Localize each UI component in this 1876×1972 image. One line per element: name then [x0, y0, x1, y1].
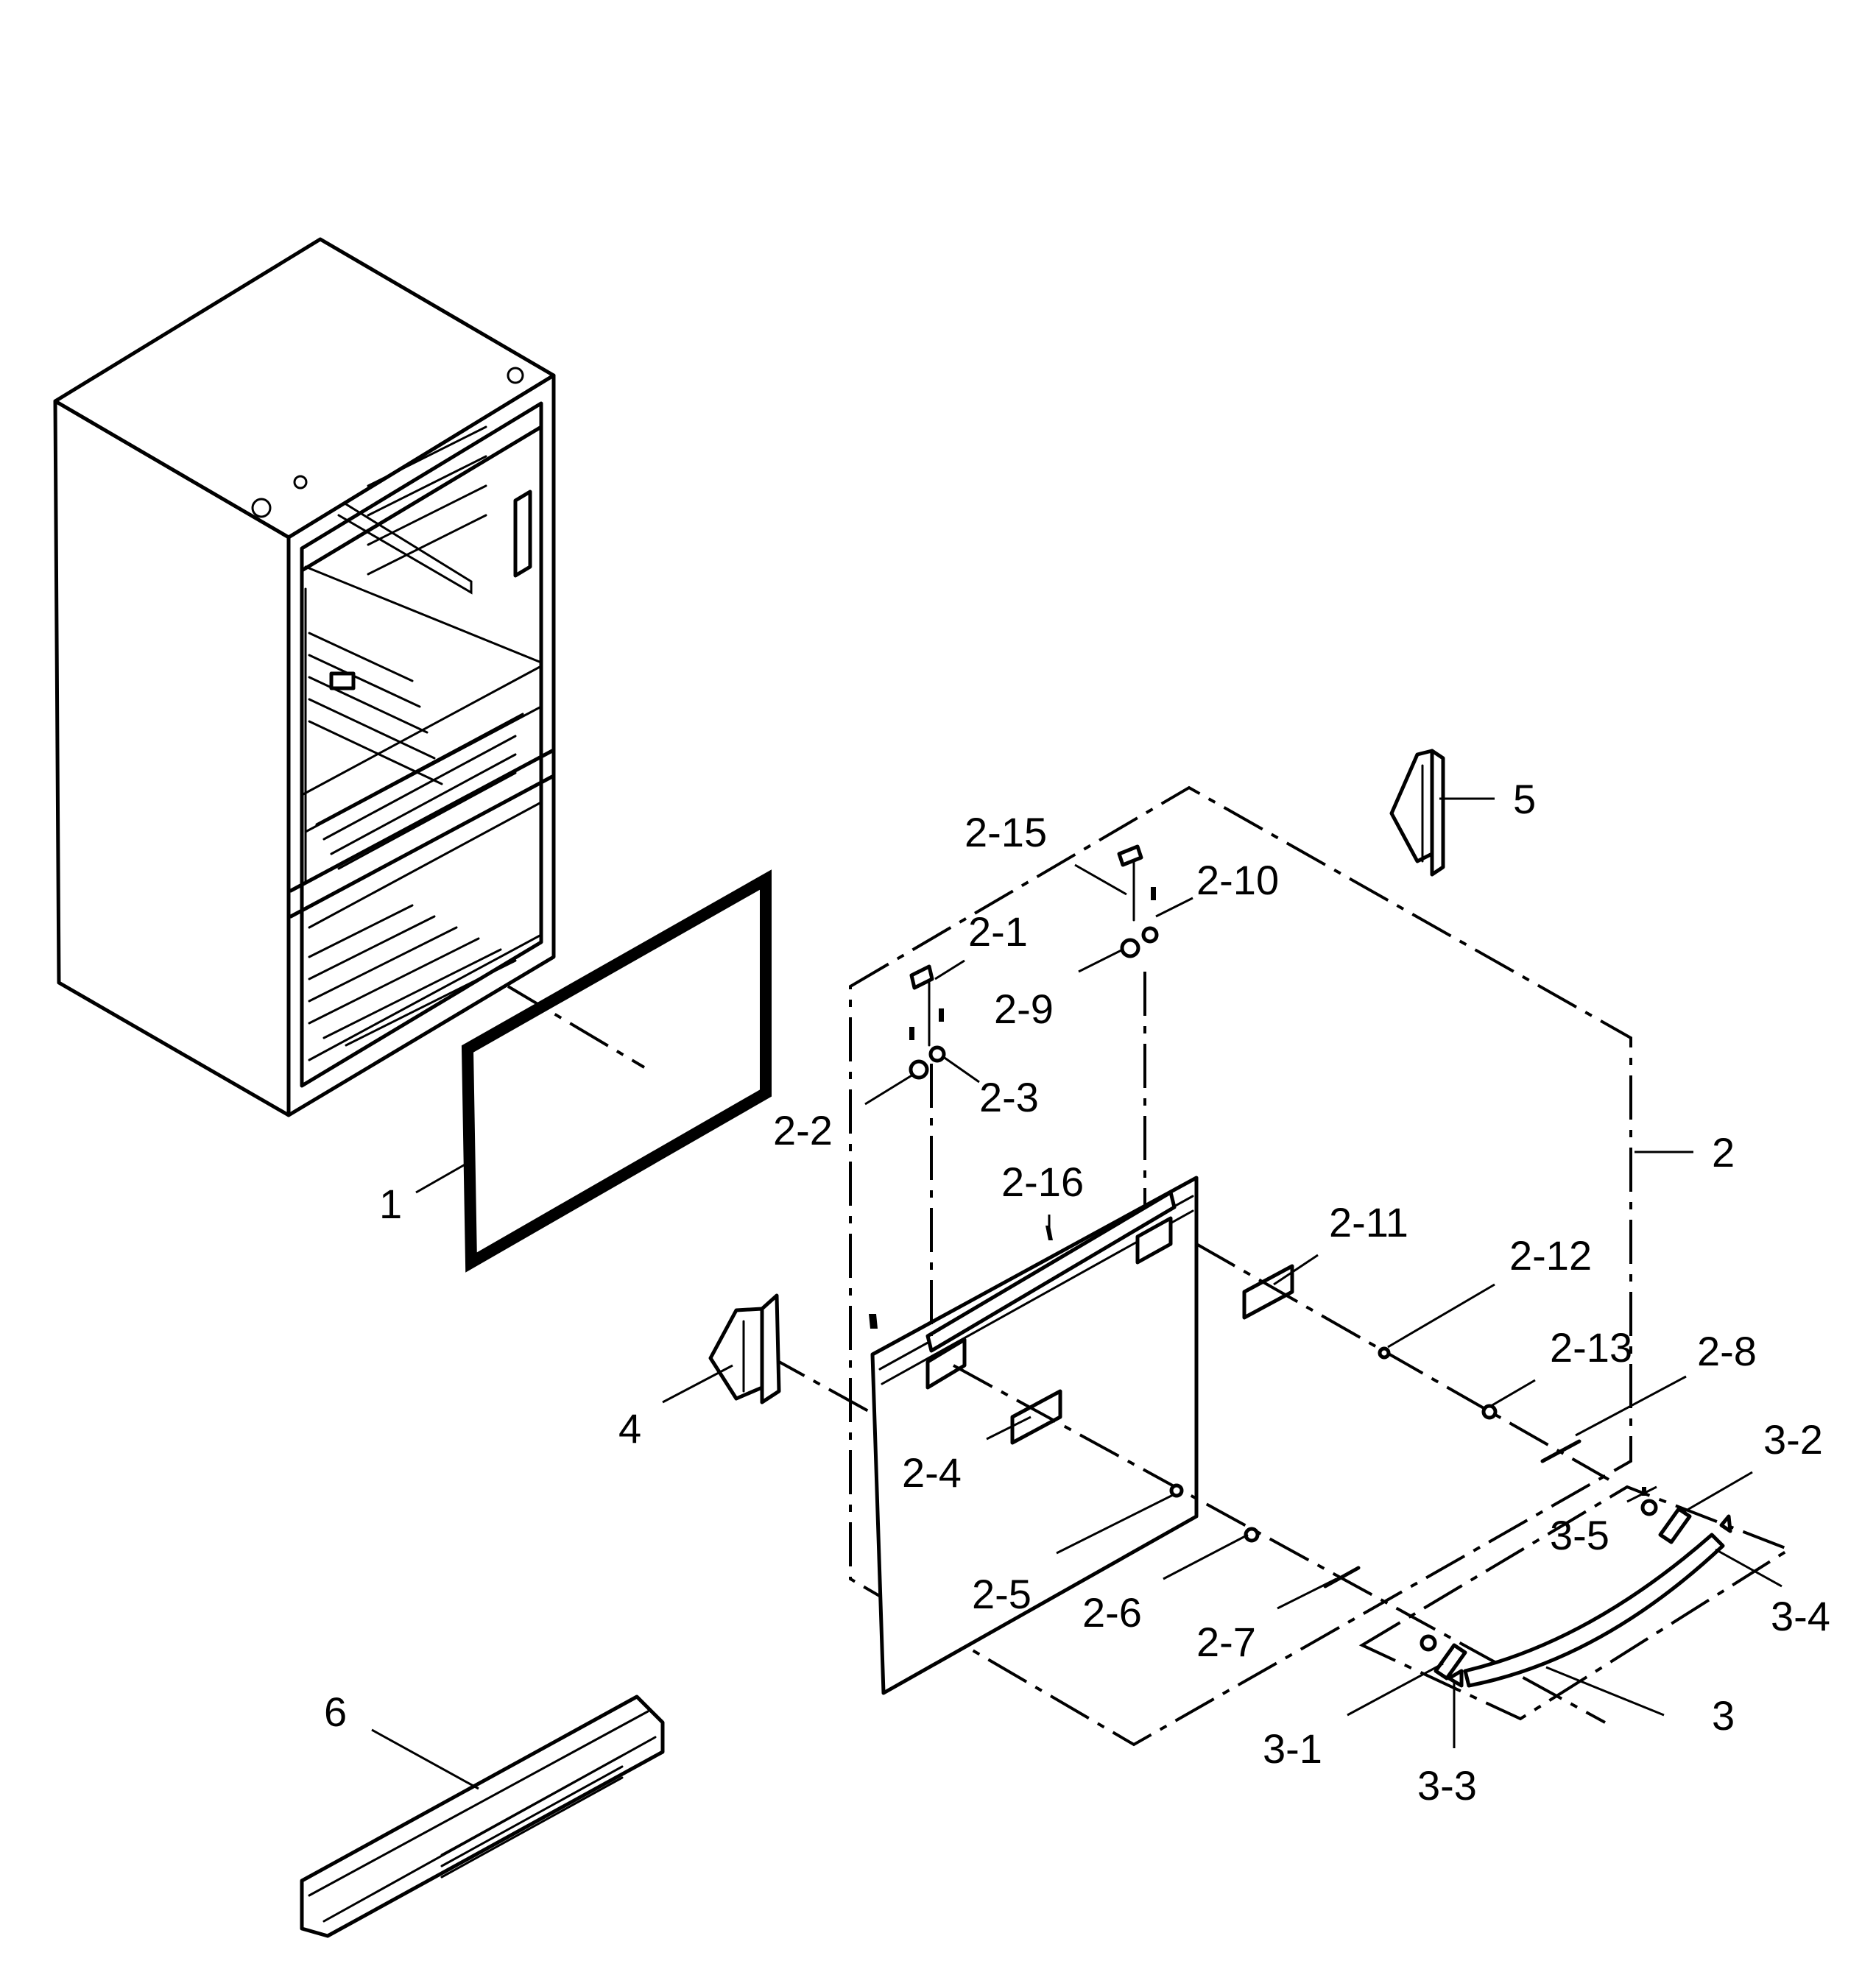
label-6: 6	[324, 1689, 347, 1735]
label-3-1: 3-1	[1263, 1725, 1322, 1772]
handle-assembly	[1358, 1485, 1793, 1721]
label-3-5: 3-5	[1550, 1512, 1609, 1558]
label-2: 2	[1712, 1129, 1735, 1176]
label-5: 5	[1513, 776, 1536, 822]
label-2-3: 2-3	[979, 1074, 1039, 1120]
label-2-15: 2-15	[965, 809, 1047, 855]
leader-lines	[371, 797, 1782, 1790]
label-3-2: 3-2	[1763, 1416, 1823, 1463]
label-3-4: 3-4	[1771, 1593, 1830, 1639]
label-3-3: 3-3	[1417, 1762, 1477, 1809]
callout-labels: 1 2 2-1 2-2 2-3 2-4 2-5 2-6 2-7 2-8 2-9 …	[324, 776, 1830, 1809]
middle-drawer-ribs	[315, 713, 524, 870]
label-2-9: 2-9	[994, 986, 1054, 1032]
label-3: 3	[1712, 1692, 1735, 1739]
label-2-10: 2-10	[1196, 857, 1279, 903]
lower-drawer-ribs	[308, 904, 517, 1047]
label-2-6: 2-6	[1082, 1589, 1142, 1636]
label-2-13: 2-13	[1550, 1324, 1632, 1371]
label-2-7: 2-7	[1196, 1619, 1256, 1665]
door-bin-part-6	[300, 1694, 665, 1938]
door-assembly-boundary	[849, 785, 1632, 1747]
right-hinge-part-5	[1389, 749, 1445, 877]
drawer-door-panel	[870, 1176, 1294, 1695]
refrigerator-cabinet	[53, 237, 556, 1117]
upper-cavity-ribs	[308, 425, 487, 785]
label-2-8: 2-8	[1697, 1328, 1757, 1374]
door-bin-grille	[440, 1754, 624, 1879]
label-1: 1	[379, 1181, 402, 1227]
label-4: 4	[618, 1405, 641, 1452]
label-2-12: 2-12	[1509, 1232, 1592, 1279]
hardware-parts	[869, 844, 1581, 1588]
label-2-1: 2-1	[968, 908, 1028, 955]
gasket-part-1	[461, 869, 772, 1273]
label-2-4: 2-4	[902, 1449, 962, 1496]
label-2-5: 2-5	[972, 1571, 1032, 1617]
left-hinge-part-4	[708, 1293, 781, 1404]
label-2-2: 2-2	[773, 1107, 833, 1153]
label-2-11: 2-11	[1329, 1199, 1408, 1245]
label-2-16: 2-16	[1001, 1159, 1084, 1205]
